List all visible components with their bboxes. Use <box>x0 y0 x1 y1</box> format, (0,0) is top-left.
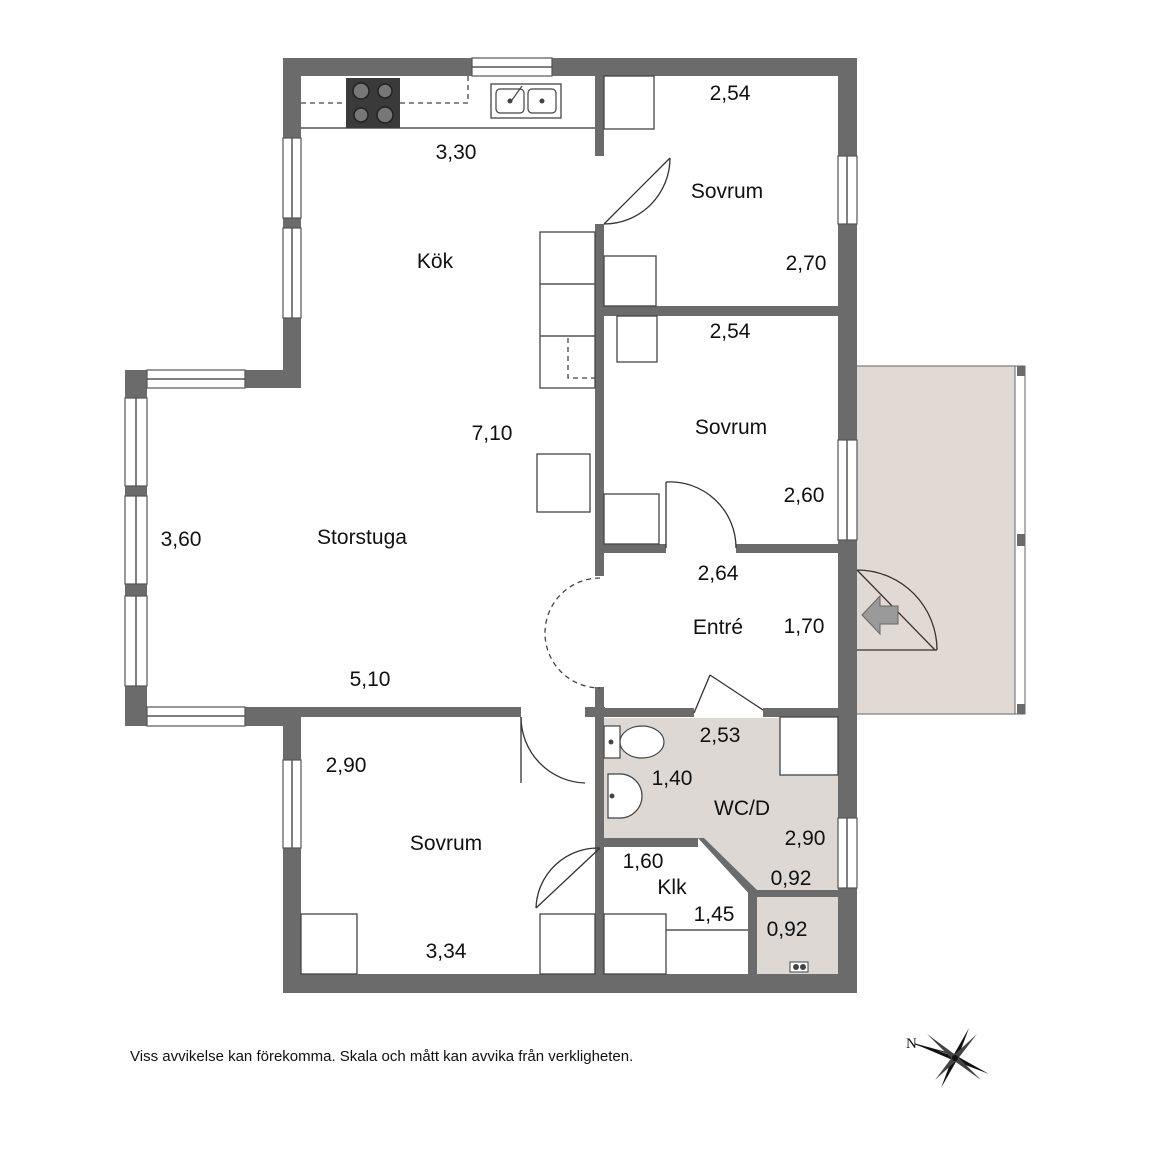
room-label-sovrum-1: Sovrum <box>691 180 763 203</box>
dim-storstuga-width: 3,60 <box>161 528 202 551</box>
wc-fixtures <box>603 725 809 973</box>
room-label-kok: Kök <box>417 250 454 273</box>
room-label-storstuga: Storstuga <box>317 526 407 549</box>
doors <box>520 157 938 909</box>
cabinets <box>300 75 839 975</box>
dim-sovrum3-bottom: 3,34 <box>426 940 467 963</box>
room-label-entre: Entré <box>693 616 743 639</box>
dim-storstuga-length: 7,10 <box>472 422 513 445</box>
disclaimer: Viss avvikelse kan förekomma. Skala och … <box>130 1048 634 1065</box>
dim-kok-width: 3,30 <box>436 141 477 164</box>
room-label-klk: Klk <box>657 876 687 899</box>
dim-storstuga-bottom: 5,10 <box>350 668 391 691</box>
room-label-sovrum-2: Sovrum <box>695 416 767 439</box>
stove-icon <box>346 78 400 128</box>
kitchen-counter <box>301 76 595 129</box>
dim-sovrum1-side: 2,70 <box>786 252 827 275</box>
compass-icon <box>914 1028 989 1088</box>
dim-sovrum2-side: 2,60 <box>784 484 825 507</box>
compass-north-label: N <box>906 1036 917 1052</box>
entry-arrow-icon <box>861 594 899 636</box>
dim-entre-side: 1,70 <box>784 615 825 638</box>
balcony <box>857 366 1025 714</box>
dim-entre-top: 2,64 <box>698 562 739 585</box>
dim-wcd-side: 2,90 <box>785 827 826 850</box>
dim-wcd-small: 0,92 <box>771 867 812 890</box>
dim-sovrum3-side: 2,90 <box>326 754 367 777</box>
room-label-wcd: WC/D <box>714 797 770 820</box>
dim-klk-top: 1,60 <box>623 850 664 873</box>
sink-basin-icon <box>607 773 643 819</box>
dim-klk-side: 1,45 <box>694 903 735 926</box>
dim-wcd-left: 1,40 <box>652 767 693 790</box>
dim-sovrum2-top: 2,54 <box>710 320 751 343</box>
interior-walls <box>595 76 857 975</box>
tap-icon <box>789 961 809 973</box>
windows <box>124 57 858 889</box>
dim-sovrum1-top: 2,54 <box>710 82 751 105</box>
room-label-sovrum-3: Sovrum <box>410 832 482 855</box>
small-room-floor <box>757 896 838 974</box>
dim-wcd-top: 2,53 <box>700 724 741 747</box>
dim-small-room: 0,92 <box>767 918 808 941</box>
